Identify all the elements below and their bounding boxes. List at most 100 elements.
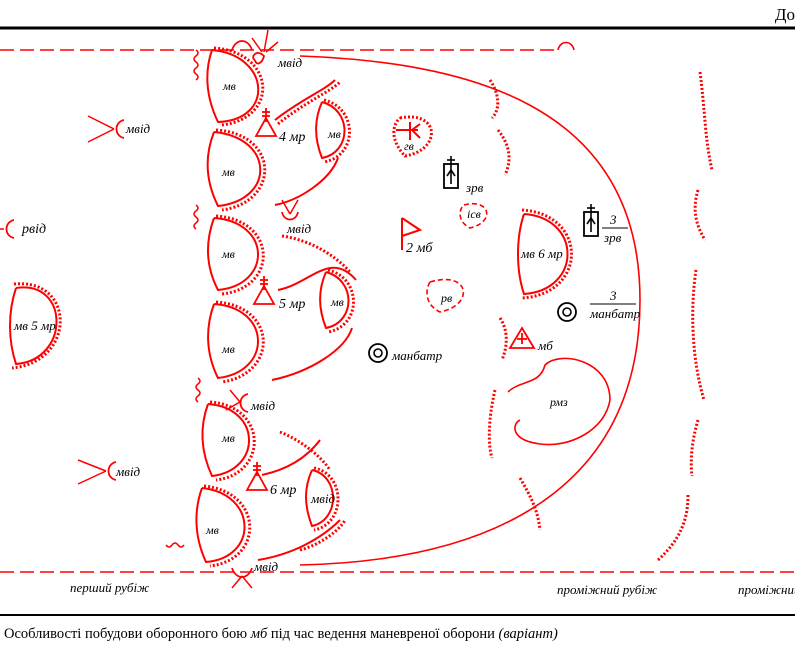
label-rvid: рвід — [21, 222, 46, 237]
figure-caption: Особливості побудови оборонного бою мб п… — [4, 626, 558, 643]
recon-mvid-2-icon — [87, 115, 125, 143]
trench-mv5mr-hatch — [11, 282, 62, 370]
trench-mv-1 — [206, 49, 260, 124]
caption-part1: Особливості побудови оборонного бою — [4, 626, 251, 642]
label-inter-line: проміжний рубіж — [557, 582, 657, 597]
trench-mv-4-hatch — [215, 300, 265, 384]
label-mvid-lower: мвід — [250, 398, 276, 413]
mortar-battery-3-icon — [557, 302, 577, 322]
recon-mvid-5-icon — [77, 459, 117, 485]
trench-mv-r1-hatch — [323, 98, 351, 164]
connector-3 — [277, 266, 357, 291]
header-fragment: До — [774, 5, 795, 24]
first-line-barrier-3 — [195, 377, 201, 403]
rmz-area — [507, 357, 611, 446]
label-isv: ісв — [467, 207, 481, 221]
label-inter-line2: проміжний — [738, 582, 795, 597]
trench-mv-5-hatch — [209, 400, 256, 482]
command-post-mb-icon — [508, 326, 536, 349]
intermediate-line-2 — [656, 71, 714, 562]
label-mb: мб — [537, 338, 553, 353]
connector-2 — [274, 157, 339, 206]
trench-mv6mr-hatch — [521, 208, 573, 300]
label-mv-2: мв — [221, 165, 235, 179]
trench-mv6mr — [517, 213, 569, 296]
intermediate-line-1 — [487, 79, 542, 531]
connector-4 — [271, 327, 353, 381]
gv-symbol-icon — [396, 122, 421, 140]
trench-mv-r2-hatch — [327, 268, 355, 334]
first-line-barrier-1 — [193, 49, 199, 81]
trench-mv-2-hatch — [215, 128, 267, 212]
trench-mv-1-hatch — [213, 46, 265, 127]
label-mv5mr: мв 5 мр — [13, 318, 56, 333]
label-mv-3: мв — [221, 247, 235, 261]
air-defense-zrv-icon — [443, 156, 459, 189]
label-manbatr: манбатр — [391, 348, 443, 363]
command-post-4mr-icon — [254, 108, 278, 137]
connector-1 — [274, 79, 336, 121]
trench-mv-3 — [207, 217, 259, 292]
flag-2mb-icon — [401, 217, 423, 250]
label-mvid-bottom: мвід — [253, 559, 279, 574]
trench-mv5mr — [9, 286, 58, 366]
command-post-6mr-icon — [245, 462, 269, 491]
recon-mvid-3-icon — [281, 199, 299, 221]
first-line-barrier-4 — [165, 542, 185, 548]
air-defense-3zrv-icon — [583, 204, 599, 237]
label-4mr: 4 мр — [279, 130, 305, 145]
connector-5 — [261, 439, 321, 476]
recon-mvid-4-icon — [225, 389, 249, 413]
label-mv-r1: мв — [327, 127, 341, 141]
connector-6-hatch — [299, 519, 347, 552]
label-mv-1: мв — [222, 79, 236, 93]
trench-mv-6 — [195, 487, 246, 564]
label-6mr: 6 мр — [270, 483, 296, 498]
label-rmz: рмз — [549, 395, 568, 409]
label-mvid-mid: мвід — [286, 221, 312, 236]
rv-area — [426, 278, 465, 313]
isv-area — [459, 202, 488, 229]
label-zrv3-num: 3 — [609, 212, 617, 227]
mortar-battery-icon — [368, 343, 388, 363]
label-mv-5: мв — [221, 431, 235, 445]
caption-unit: мб — [250, 626, 268, 642]
first-line-barrier-2 — [193, 204, 199, 230]
label-mv-6: мв — [205, 523, 219, 537]
trench-mv-5 — [201, 403, 250, 478]
top-boundary-hook — [557, 41, 575, 51]
label-2mb: 2 мб — [406, 241, 433, 256]
connector-6 — [257, 519, 341, 561]
label-zrv: зрв — [465, 180, 484, 195]
label-mvid-left2: мвід — [115, 464, 141, 479]
recon-rvid-icon — [0, 219, 15, 239]
label-manbatr3-den: манбатр — [589, 306, 641, 321]
trench-mv-r3-hatch — [313, 466, 340, 532]
label-manbatr3-num: 3 — [609, 288, 617, 303]
label-5mr: 5 мр — [279, 297, 305, 312]
trench-mv-r1 — [315, 101, 346, 160]
label-mvid-r3: мвід — [310, 491, 336, 506]
label-mvid-left1: мвід — [125, 121, 151, 136]
label-mvid-top: мвід — [277, 55, 303, 70]
label-rv: рв — [440, 291, 452, 305]
label-mv6mr: мв 6 мр — [520, 246, 563, 261]
connector-1-hatch — [277, 80, 342, 126]
trench-mv-4 — [207, 303, 259, 380]
gv-area — [392, 115, 433, 158]
label-mv-4: мв — [221, 342, 235, 356]
caption-variant: (варіант) — [498, 626, 558, 642]
label-mv-r2: мв — [330, 295, 344, 309]
command-post-5mr-icon — [252, 276, 276, 305]
recon-mvid-6-icon — [231, 567, 253, 589]
battalion-area-arc — [299, 55, 641, 566]
strongpoint-group — [195, 46, 357, 568]
label-first-line: перший рубіж — [70, 580, 149, 595]
trench-mv-r3 — [305, 469, 334, 528]
connector-5-hatch — [279, 430, 332, 471]
caption-part2: під час ведення маневреної оборони — [267, 626, 499, 642]
trench-mv-r2 — [319, 271, 350, 330]
trench-mv-2 — [206, 131, 262, 208]
label-zrv3-den: зрв — [603, 230, 622, 245]
